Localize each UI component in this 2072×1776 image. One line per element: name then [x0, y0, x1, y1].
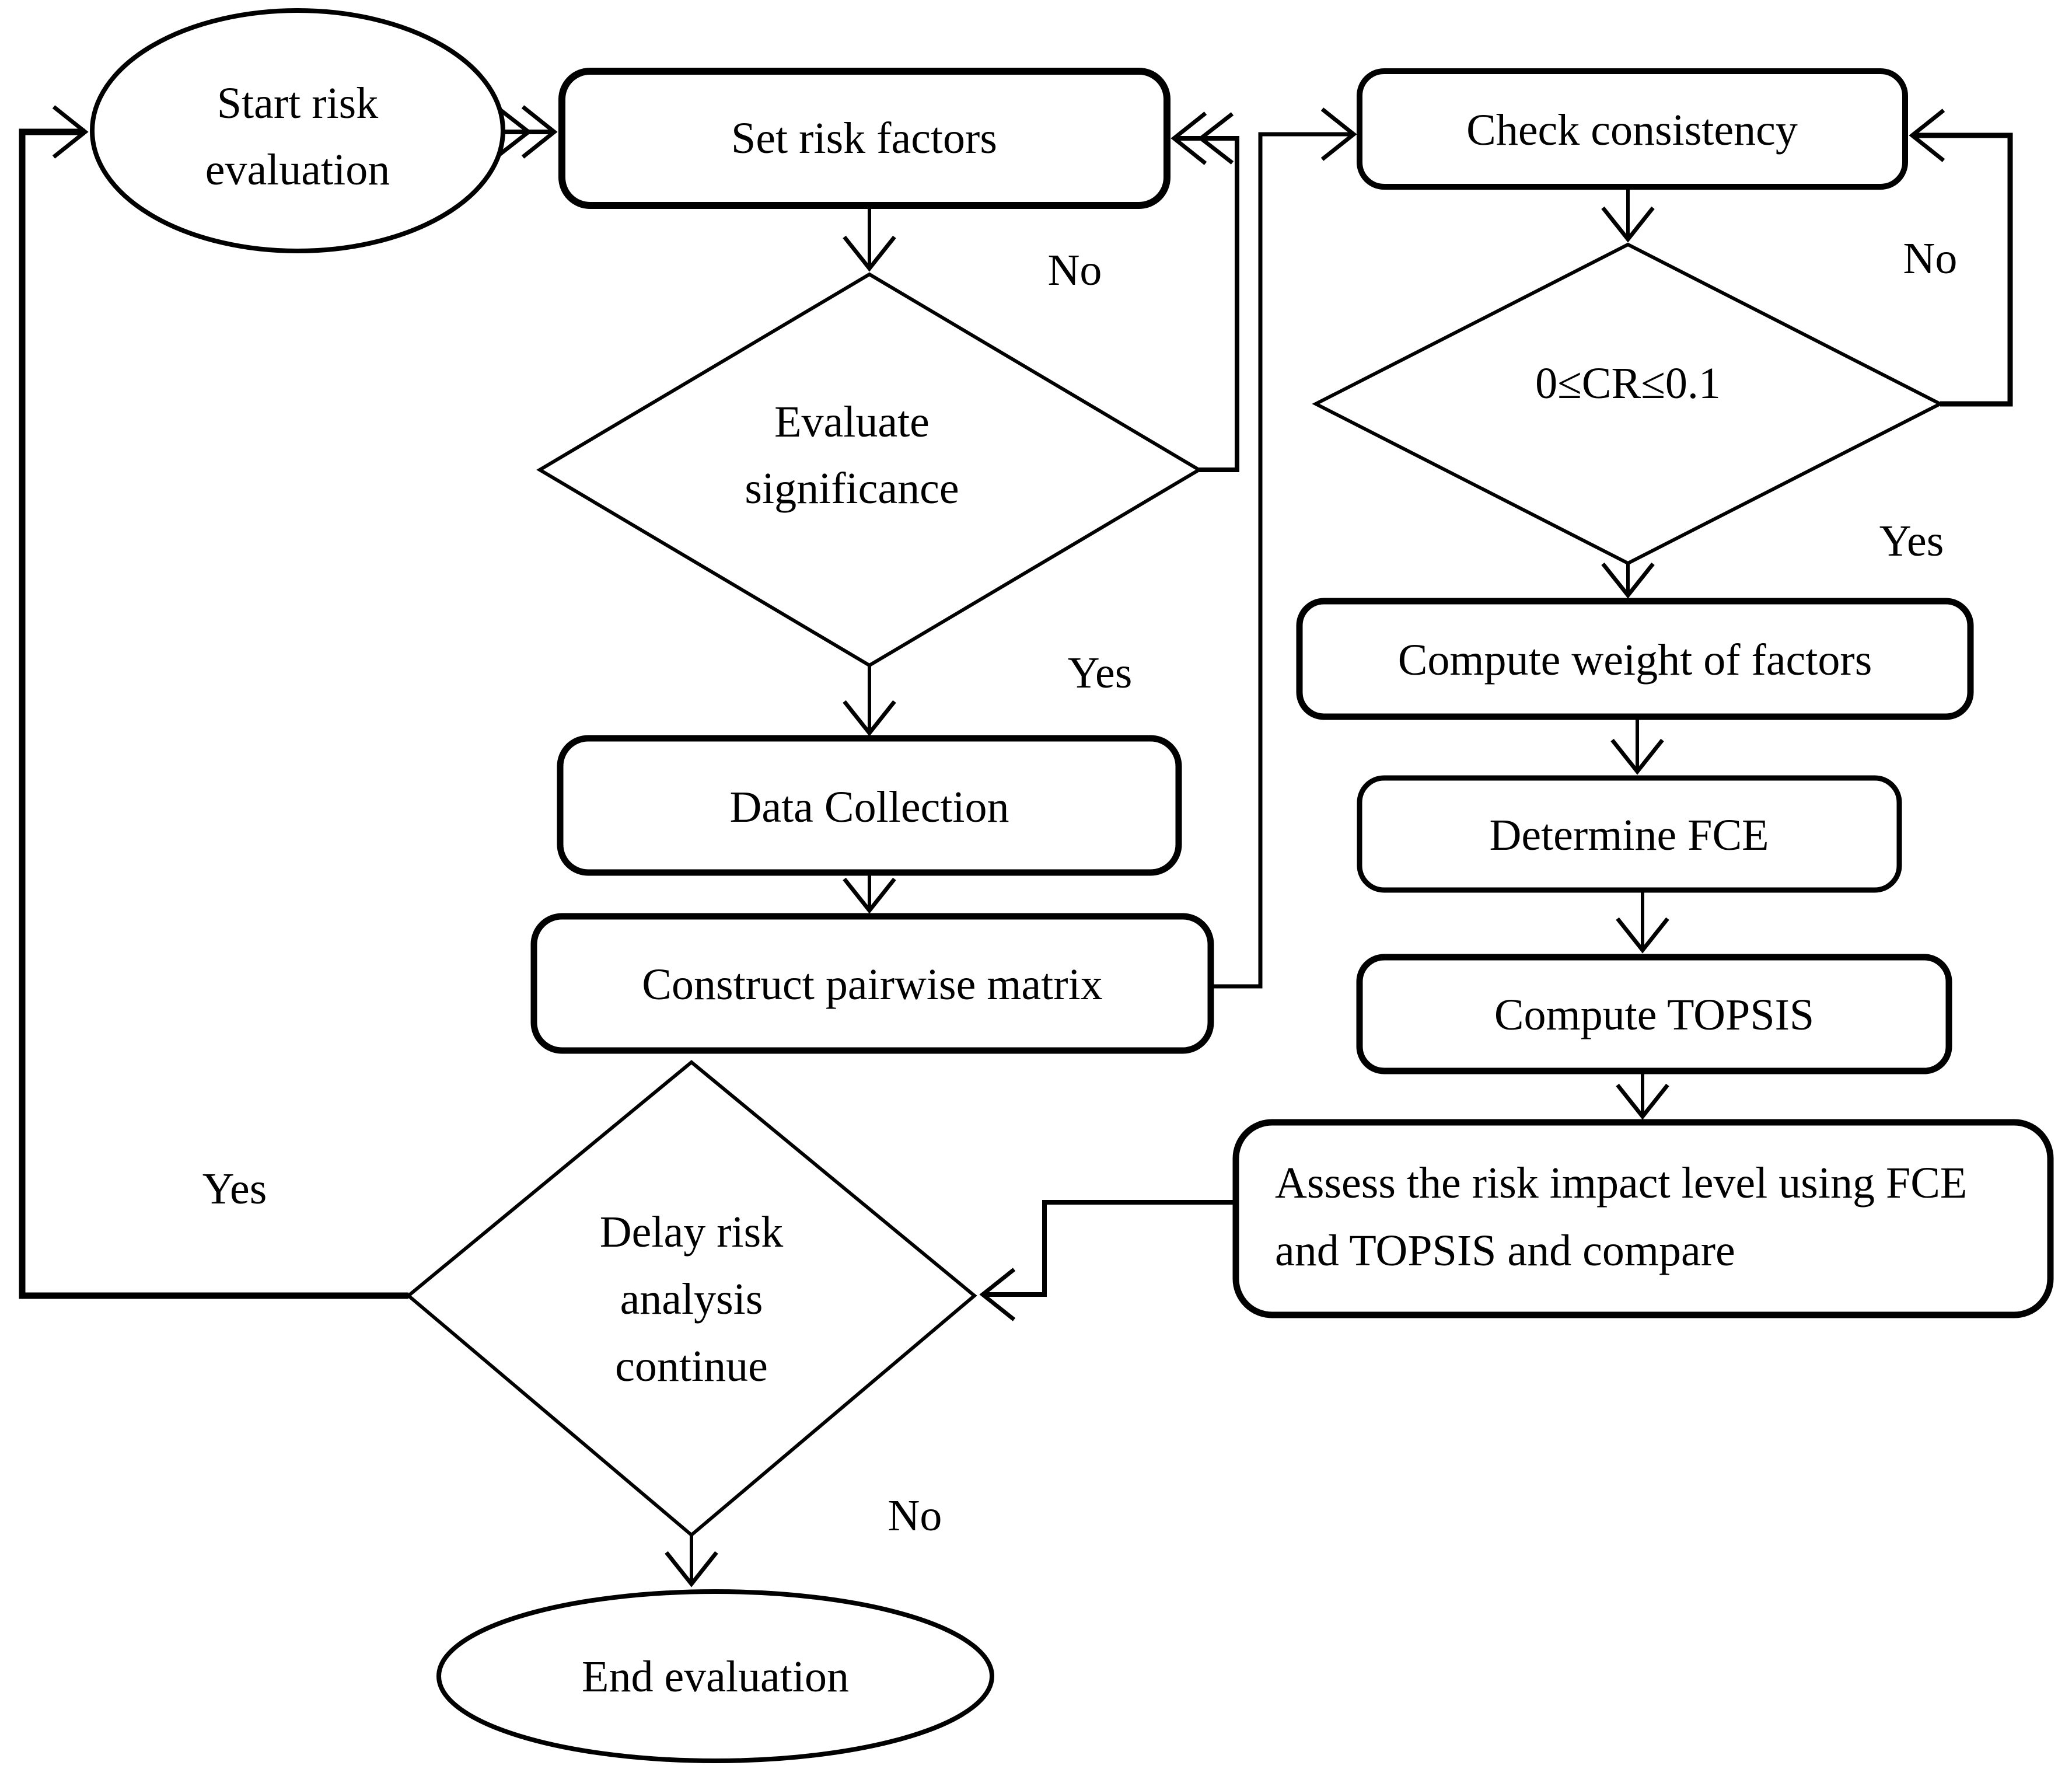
- edge-label-evaluate-yes: Yes: [1068, 648, 1133, 697]
- delay-risk-label-line1: Delay risk: [600, 1208, 783, 1257]
- edge-label-cr-no: No: [1903, 234, 1958, 283]
- check-consistency-label: Check consistency: [1466, 106, 1798, 155]
- edge-label-cr-yes: Yes: [1879, 517, 1944, 566]
- compute-weight-box: [1296, 598, 1974, 720]
- assess-box: [1232, 1119, 2054, 1318]
- edge-evaluate-no-loop: [1170, 111, 1239, 472]
- set-risk-factors-label: Set risk factors: [731, 114, 997, 163]
- compute-topsis-label: Compute TOPSIS: [1494, 990, 1814, 1039]
- check-consistency-box: [1357, 68, 1908, 190]
- node-compute-weight: Compute weight of factors: [1296, 598, 1974, 720]
- assess-label-line2: and TOPSIS and compare: [1275, 1226, 1735, 1275]
- double-chevron-into-set-risk-left: [495, 106, 532, 158]
- delay-risk-label-line3: continue: [615, 1342, 768, 1391]
- node-set-risk-factors: Set risk factors: [558, 68, 1170, 209]
- end-evaluation-label: End evaluation: [582, 1652, 849, 1701]
- evaluate-label-line2: significance: [745, 464, 959, 513]
- edge-delay-yes-to-start: [19, 105, 408, 1299]
- compute-weight-label: Compute weight of factors: [1398, 636, 1872, 685]
- delay-risk-label-line2: analysis: [620, 1275, 763, 1324]
- determine-fce-label: Determine FCE: [1489, 811, 1769, 860]
- node-compute-topsis: Compute TOPSIS: [1356, 954, 1952, 1074]
- node-data-collection: Data Collection: [557, 735, 1182, 876]
- edge-construct-to-check: [1211, 107, 1357, 989]
- start-label-line2: evaluation: [205, 145, 390, 194]
- node-construct-pairwise-matrix: Construct pairwise matrix: [530, 913, 1214, 1054]
- edge-label-delay-yes: Yes: [202, 1164, 267, 1213]
- construct-pairwise-box: [530, 913, 1214, 1054]
- node-evaluate-significance: Evaluate significance: [536, 272, 1203, 668]
- assess-label-line1: Assess the risk impact level using FCE: [1275, 1159, 1967, 1208]
- evaluate-label-line1: Evaluate: [774, 397, 930, 446]
- node-check-consistency: Check consistency: [1357, 68, 1908, 190]
- double-chevron-into-set-risk-right: [1197, 112, 1234, 165]
- node-determine-fce: Determine FCE: [1357, 775, 1902, 893]
- node-cr-condition: 0≤CR≤0.1: [1312, 242, 1944, 566]
- node-delay-risk-continue: Delay risk analysis continue: [406, 1060, 977, 1537]
- data-collection-label: Data Collection: [729, 783, 1009, 832]
- edge-label-delay-no: No: [888, 1491, 942, 1540]
- node-end-evaluation: End evaluation: [436, 1589, 994, 1763]
- edge-assess-to-delay: [979, 1200, 1236, 1321]
- set-risk-factors-box: [558, 68, 1170, 209]
- evaluate-significance-diamond: [536, 272, 1203, 668]
- node-assess-risk-impact: Assess the risk impact level using FCE a…: [1232, 1119, 2054, 1318]
- construct-pairwise-label: Construct pairwise matrix: [642, 960, 1102, 1009]
- compute-topsis-box: [1356, 954, 1952, 1074]
- data-collection-box: [557, 735, 1182, 876]
- determine-fce-box: [1357, 775, 1902, 893]
- cr-condition-label: 0≤CR≤0.1: [1535, 359, 1721, 408]
- start-label-line1: Start risk: [217, 79, 379, 128]
- cr-condition-diamond: [1312, 242, 1944, 566]
- node-start-risk-evaluation: Start risk evaluation: [90, 8, 505, 253]
- edge-label-evaluate-no: No: [1048, 246, 1102, 295]
- start-ellipse: [90, 8, 505, 253]
- end-ellipse: [436, 1589, 994, 1763]
- delay-risk-diamond: [406, 1060, 977, 1537]
- edge-cr-no-loop: [1909, 109, 2013, 407]
